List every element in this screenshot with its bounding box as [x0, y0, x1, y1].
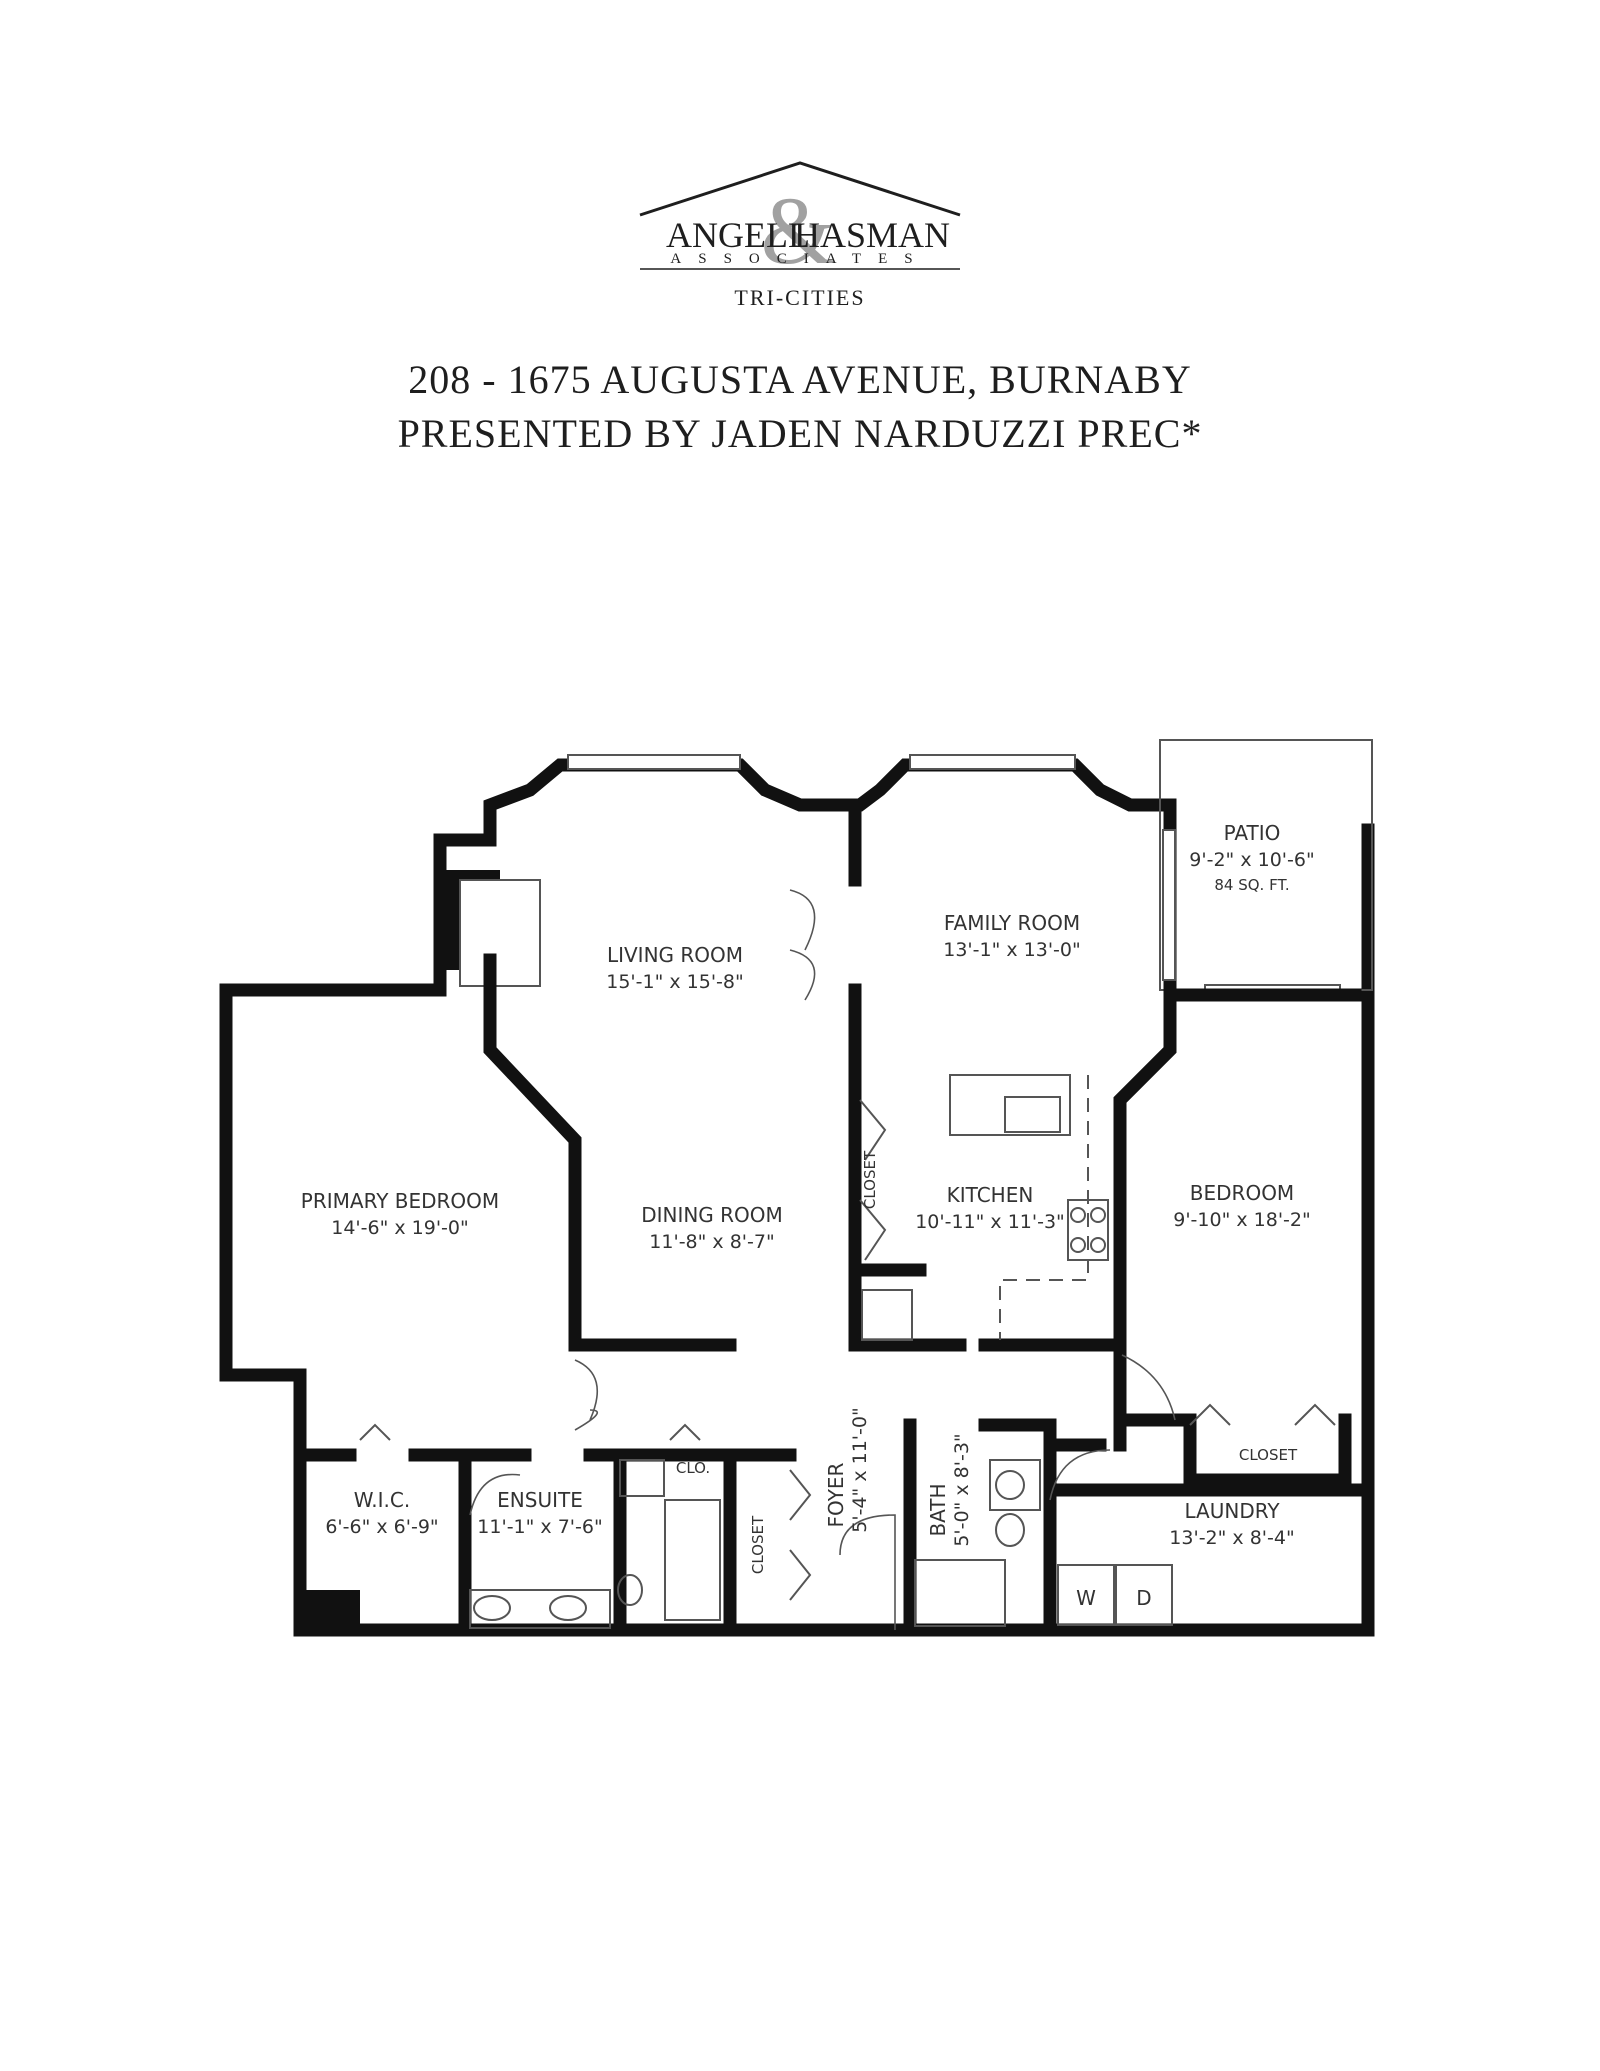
logo-roof [639, 161, 961, 217]
ensuite-fixtures [469, 1459, 721, 1629]
kitchen-dims: 10'-11" x 11'-3" [915, 1211, 1065, 1233]
family-room-dims: 13'-1" x 13'-0" [943, 939, 1081, 961]
dryer [1115, 1564, 1173, 1626]
closet-foyer-label: CLOSET [749, 1515, 767, 1574]
bedroom-name: BEDROOM [1190, 1181, 1294, 1205]
logo-ampersand: & [761, 177, 836, 284]
patio-name: PATIO [1224, 821, 1281, 845]
primary-bedroom-dims: 14'-6" x 19'-0" [331, 1217, 469, 1239]
clo-label: CLO. [676, 1459, 710, 1477]
living-room-dims: 15'-1" x 15'-8" [606, 971, 744, 993]
dining-room-dims: 11'-8" x 8'-7" [649, 1231, 774, 1253]
washer-label: W [1076, 1586, 1096, 1610]
laundry-dims: 13'-2" x 8'-4" [1169, 1527, 1294, 1549]
washer [1057, 1564, 1115, 1626]
company-logo: & ANGELL HASMAN ASSOCIATES TRI-CITIES [639, 161, 961, 310]
foyer-name: FOYER [824, 1462, 848, 1527]
bath-name: BATH [926, 1483, 950, 1536]
bedroom-dims: 9'-10" x 18'-2" [1173, 1209, 1311, 1231]
ensuite-name: ENSUITE [497, 1488, 583, 1512]
primary-bedroom-name: PRIMARY BEDROOM [301, 1189, 499, 1213]
ensuite-dims: 11'-1" x 7'-6" [477, 1516, 602, 1538]
property-address: 208 - 1675 AUGUSTA AVENUE, BURNABY [408, 357, 1192, 402]
closet-doors [359, 1099, 1336, 1601]
logo-associates: ASSOCIATES [670, 251, 929, 267]
logo-brand-right: HASMAN [794, 215, 950, 255]
closet-bedroom-label: CLOSET [1239, 1446, 1298, 1464]
foyer-dims: 5'-4" x 11'-0" [849, 1407, 871, 1532]
dining-room-name: DINING ROOM [641, 1203, 783, 1227]
logo-brand-left: ANGELL [666, 215, 810, 255]
wic-dims: 6'-6" x 6'-9" [325, 1516, 438, 1538]
room-labels: PATIO 9'-2" x 10'-6" 84 SQ. FT. FAMILY R… [301, 821, 1315, 1574]
logo-region: TRI-CITIES [734, 285, 865, 310]
dryer-label: D [1136, 1586, 1151, 1610]
patio-area: 84 SQ. FT. [1214, 876, 1289, 894]
closet-kitchen-label: CLOSET [861, 1150, 879, 1209]
windows [567, 754, 1341, 996]
bath-dims: 5'-0" x 8'-3" [951, 1433, 973, 1546]
living-room-name: LIVING ROOM [607, 943, 743, 967]
doors [469, 889, 1176, 1630]
bath-fixtures [914, 1459, 1041, 1627]
kitchen-name: KITCHEN [947, 1183, 1034, 1207]
kitchen-fixtures [861, 1074, 1109, 1341]
interior-walls [293, 798, 1375, 1637]
corner-fill [300, 1590, 360, 1630]
laundry-name: LAUNDRY [1184, 1499, 1280, 1523]
family-room-name: FAMILY ROOM [944, 911, 1080, 935]
wic-name: W.I.C. [354, 1488, 410, 1512]
patio-dims: 9'-2" x 10'-6" [1189, 849, 1314, 871]
presenter-line: PRESENTED BY JADEN NARDUZZI PREC* [397, 411, 1203, 456]
fireplace-icon [440, 870, 541, 987]
